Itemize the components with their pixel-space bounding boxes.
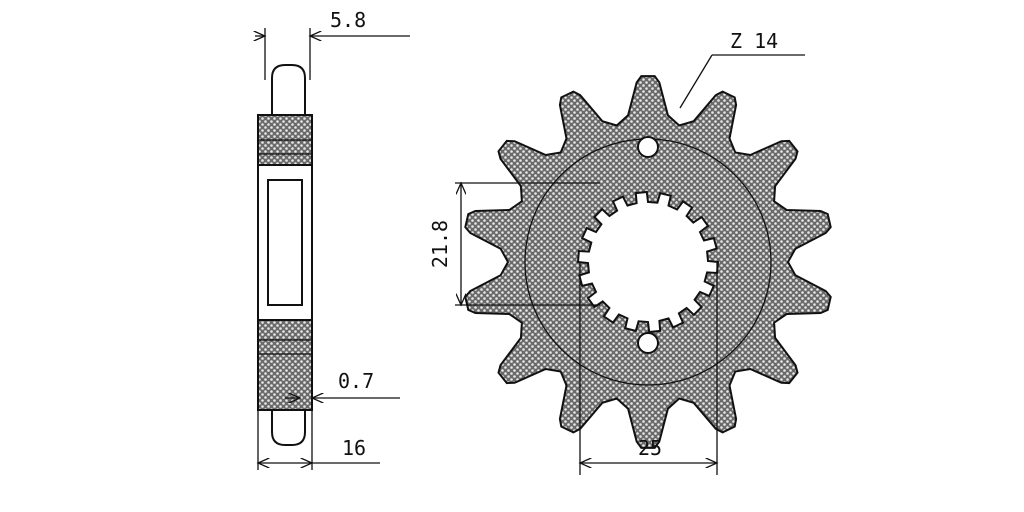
dimension-inner-spline: 21.8 [428, 183, 461, 305]
dimension-offset: 0.7 [285, 369, 400, 398]
dimension-label: 5.8 [330, 8, 366, 32]
dimension-width-top: 5.8 [255, 8, 410, 36]
side-tooth-profile [271, 64, 306, 446]
teeth-label: Z 14 [730, 29, 778, 53]
dimension-label: 0.7 [338, 369, 374, 393]
front-view [455, 75, 832, 475]
mounting-hole-bottom [637, 332, 659, 354]
sprocket-body [464, 75, 832, 449]
mounting-hole-top [637, 136, 659, 158]
dimension-label: 16 [342, 436, 366, 460]
side-spline-bore [257, 164, 313, 321]
side-view [257, 28, 313, 470]
dimension-teeth-count: Z 14 [679, 29, 805, 109]
dimension-hole-spacing: 25 [580, 436, 717, 463]
dimension-label: 21.8 [428, 220, 452, 268]
dimension-label: 25 [638, 436, 662, 460]
dimension-hub-width: 16 [258, 436, 380, 463]
